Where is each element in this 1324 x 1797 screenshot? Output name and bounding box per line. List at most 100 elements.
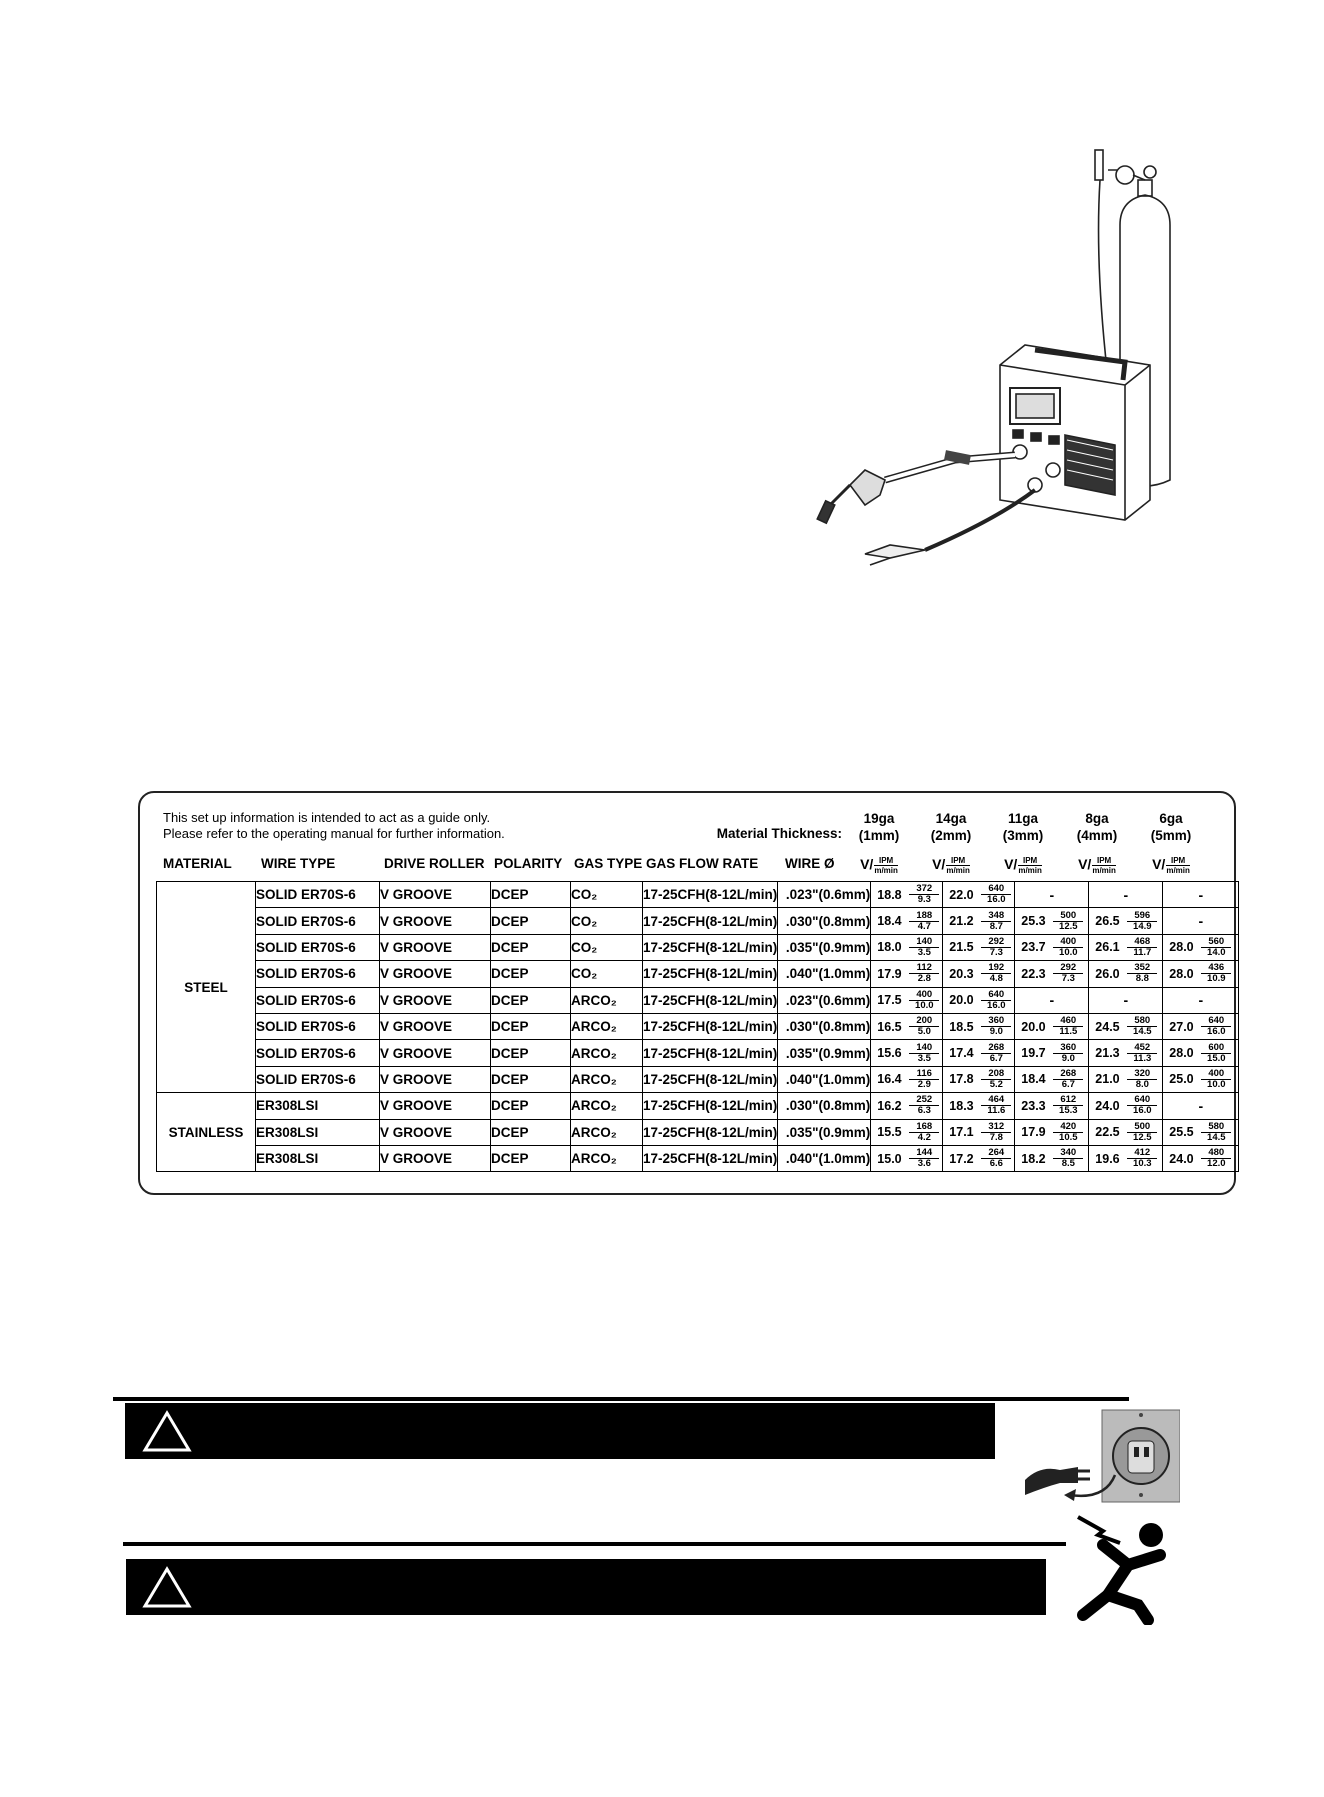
thickness-gauge: 19ga (863, 811, 895, 826)
ipm-value: 580 (1127, 1016, 1158, 1028)
gas-flow-cell: 17-25CFH(8-12L/min) (641, 986, 779, 1014)
mmin-value: 9.3 (917, 894, 931, 906)
polarity-cell: DCEP (490, 1092, 571, 1120)
ipm-value: 500 (1053, 910, 1084, 922)
voltage-value: 18.2 (1021, 1151, 1046, 1166)
gas-flow-cell: 17-25CFH(8-12L/min) (641, 907, 779, 935)
mmin-value: 10.5 (1059, 1131, 1078, 1143)
ipm-value: 640 (981, 884, 1012, 896)
voltage-value: 15.5 (877, 1125, 902, 1140)
note-line-1: This set up information is intended to a… (163, 810, 491, 825)
thickness-mm: (1mm) (858, 828, 900, 843)
unit-mmin: m/min (874, 866, 898, 875)
mmin-value: 7.3 (1061, 973, 1075, 985)
mmin-value: 6.7 (989, 1052, 1003, 1064)
ipm-value: 268 (1053, 1068, 1084, 1080)
unit-ipm: IPM (1092, 856, 1116, 866)
gas-type-cell: ARCO₂ (570, 1039, 643, 1067)
no-setting: - (1123, 886, 1129, 903)
ipm-value: 188 (909, 910, 940, 922)
wire-dia-cell: .040"(1.0mm) (777, 1065, 872, 1094)
polarity-cell: DCEP (490, 1039, 571, 1067)
gas-flow-cell: 17-25CFH(8-12L/min) (641, 1012, 779, 1041)
thickness-header: 8ga(4mm) (1061, 810, 1133, 844)
voltage-value: 19.6 (1095, 1151, 1120, 1166)
ipm-value: 480 (1201, 1148, 1232, 1160)
ipm-value: 340 (1053, 1148, 1084, 1160)
mmin-value: 10.9 (1207, 973, 1226, 985)
voltage-value: 24.5 (1095, 1019, 1120, 1034)
wire-type-cell: ER308LSI (255, 1092, 380, 1120)
voltage-value: 21.5 (949, 940, 974, 955)
drive-roller-cell: V GROOVE (379, 880, 491, 909)
drive-roller-cell: V GROOVE (379, 1092, 491, 1120)
ipm-value: 252 (909, 1095, 940, 1107)
ipm-value: 168 (909, 1121, 940, 1133)
ipm-value: 312 (981, 1121, 1012, 1133)
voltage-value: 18.8 (877, 887, 902, 902)
unit-mmin: m/min (1018, 866, 1042, 875)
no-setting: - (1049, 992, 1055, 1009)
gas-type-cell: ARCO₂ (570, 1144, 643, 1173)
voltage-value: 21.2 (949, 914, 974, 929)
drive-roller-cell: V GROOVE (379, 907, 491, 935)
divider-rule-2 (123, 1542, 1066, 1546)
setting-cell: - (1088, 986, 1164, 1014)
thickness-gauge: 6ga (1159, 811, 1183, 826)
ipm-value: 144 (909, 1148, 940, 1160)
wire-type-cell: SOLID ER70S-6 (255, 960, 380, 988)
warning-triangle-icon (142, 1566, 192, 1608)
wire-dia-cell: .030"(0.8mm) (777, 1092, 872, 1120)
ipm-value: 452 (1127, 1042, 1158, 1054)
mmin-value: 5.2 (989, 1078, 1003, 1090)
ipm-value: 352 (1127, 963, 1158, 975)
voltage-value: 28.0 (1169, 940, 1194, 955)
voltage-value: 17.9 (877, 966, 902, 981)
ipm-value: 640 (1127, 1095, 1158, 1107)
voltage-value: 22.5 (1095, 1125, 1120, 1140)
mmin-value: 8.0 (1135, 1078, 1149, 1090)
wire-dia-cell: .035"(0.9mm) (777, 933, 872, 962)
header-polarity: POLARITY (494, 856, 563, 871)
ipm-value: 436 (1201, 963, 1232, 975)
gas-type-cell: CO₂ (570, 907, 643, 935)
voltage-value: 17.9 (1021, 1125, 1046, 1140)
ipm-value: 264 (981, 1148, 1012, 1160)
voltage-value: 22.3 (1021, 966, 1046, 981)
ipm-value: 372 (909, 884, 940, 896)
polarity-cell: DCEP (490, 986, 571, 1014)
mmin-value: 10.0 (915, 999, 934, 1011)
ipm-value: 140 (909, 936, 940, 948)
voltage-value: 18.3 (949, 1098, 974, 1113)
unit-mmin: m/min (946, 866, 970, 875)
mmin-value: 3.5 (917, 946, 931, 958)
polarity-cell: DCEP (490, 933, 571, 962)
thickness-mm: (5mm) (1150, 828, 1192, 843)
voltage-value: 18.0 (877, 940, 902, 955)
mmin-value: 14.5 (1207, 1131, 1226, 1143)
ipm-value: 580 (1201, 1121, 1232, 1133)
mmin-value: 16.0 (1207, 1026, 1226, 1038)
voltage-value: 25.0 (1169, 1072, 1194, 1087)
